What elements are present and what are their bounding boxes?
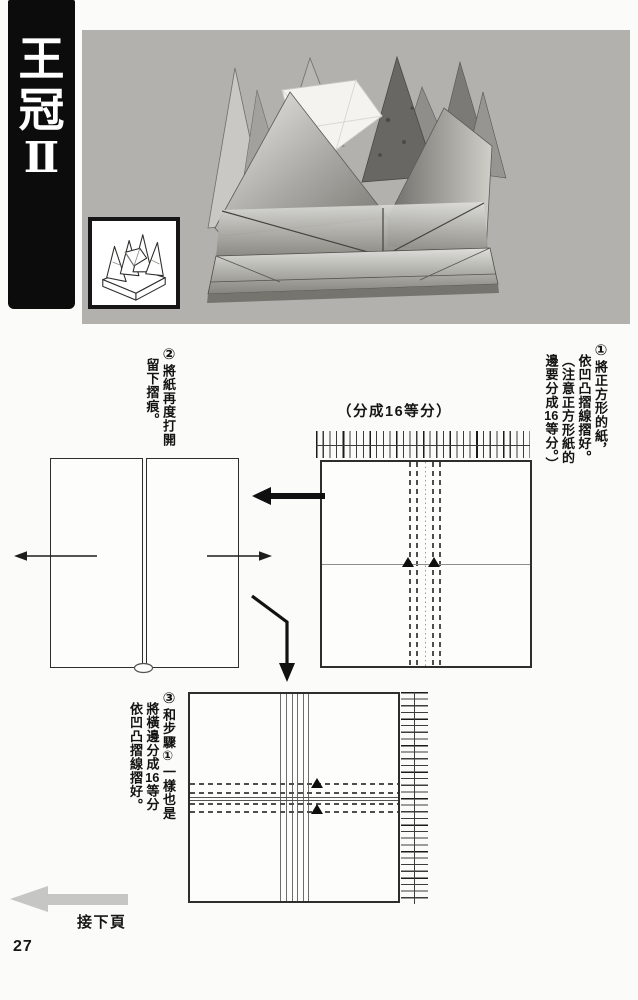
chapter-title-bar: 王 冠 Ⅱ	[8, 0, 75, 309]
continue-arrow	[10, 886, 128, 912]
valley-fold-line	[190, 811, 398, 813]
text-column: 將橫邊分成16等分	[144, 702, 160, 812]
text-column: ①將正方形的紙，	[592, 341, 609, 457]
title-char: Ⅱ	[23, 135, 60, 182]
crown-photo-illustration	[207, 55, 507, 303]
diagram-step2-right-panel	[146, 458, 239, 668]
bent-arrowhead	[279, 663, 295, 682]
open-right-arrowhead	[259, 551, 272, 561]
step-1-instructions: ①將正方形的紙， 依凹凸摺線摺好。 （注意正方形紙的 邊要分成16等分。）	[542, 341, 610, 471]
text-column: ③和步驟①一樣也是	[160, 689, 177, 821]
text-column: 留下摺痕。	[144, 358, 160, 427]
continue-label: 接下頁	[77, 914, 127, 931]
step-3-number: ③	[160, 689, 177, 708]
valley-fold-line	[190, 783, 398, 785]
center-crease-line	[190, 797, 398, 798]
valley-fold-line	[190, 792, 398, 794]
text-column: （注意正方形紙的	[560, 354, 575, 465]
step-1-number: ①	[592, 341, 609, 360]
text-column: 邊要分成16等分。）	[543, 354, 559, 471]
title-char: 王	[18, 33, 65, 85]
text-column: 依凹凸摺線摺好。	[128, 702, 143, 813]
step-arrow-bent-down	[251, 594, 289, 666]
step-3-instructions: ③和步驟①一樣也是 將橫邊分成16等分 依凹凸摺線摺好。	[127, 689, 177, 820]
open-left-arrowhead	[14, 551, 27, 561]
text-column: ②將紙再度打開	[160, 345, 177, 447]
valley-fold-line	[190, 803, 398, 805]
step-2-instructions: ②將紙再度打開 留下摺痕。	[143, 345, 178, 447]
page-number: 27	[13, 938, 33, 955]
divide-16-label: （分成16等分）	[337, 404, 453, 420]
title-char: 冠	[18, 83, 65, 136]
fold-direction-triangle	[402, 557, 414, 567]
fold-ruler-right	[401, 692, 428, 904]
step-arrow-left	[252, 487, 325, 505]
diagram-step2-left-panel	[50, 458, 143, 668]
fold-ruler-top	[316, 431, 530, 458]
model-photo	[82, 30, 630, 324]
diagram-step3-square	[188, 692, 400, 903]
thumbnail-frame	[88, 217, 180, 309]
horizontal-crease-line	[322, 564, 530, 565]
step-2-number: ②	[160, 345, 177, 364]
text-column: 依凹凸摺線摺好。	[576, 354, 592, 465]
diagram-step1-square	[320, 460, 532, 668]
fold-direction-triangle	[311, 804, 323, 814]
fold-direction-triangle	[428, 557, 440, 567]
fold-direction-triangle	[311, 778, 323, 788]
center-crease-line	[190, 800, 398, 801]
thumbnail-crown-drawing	[102, 234, 166, 301]
